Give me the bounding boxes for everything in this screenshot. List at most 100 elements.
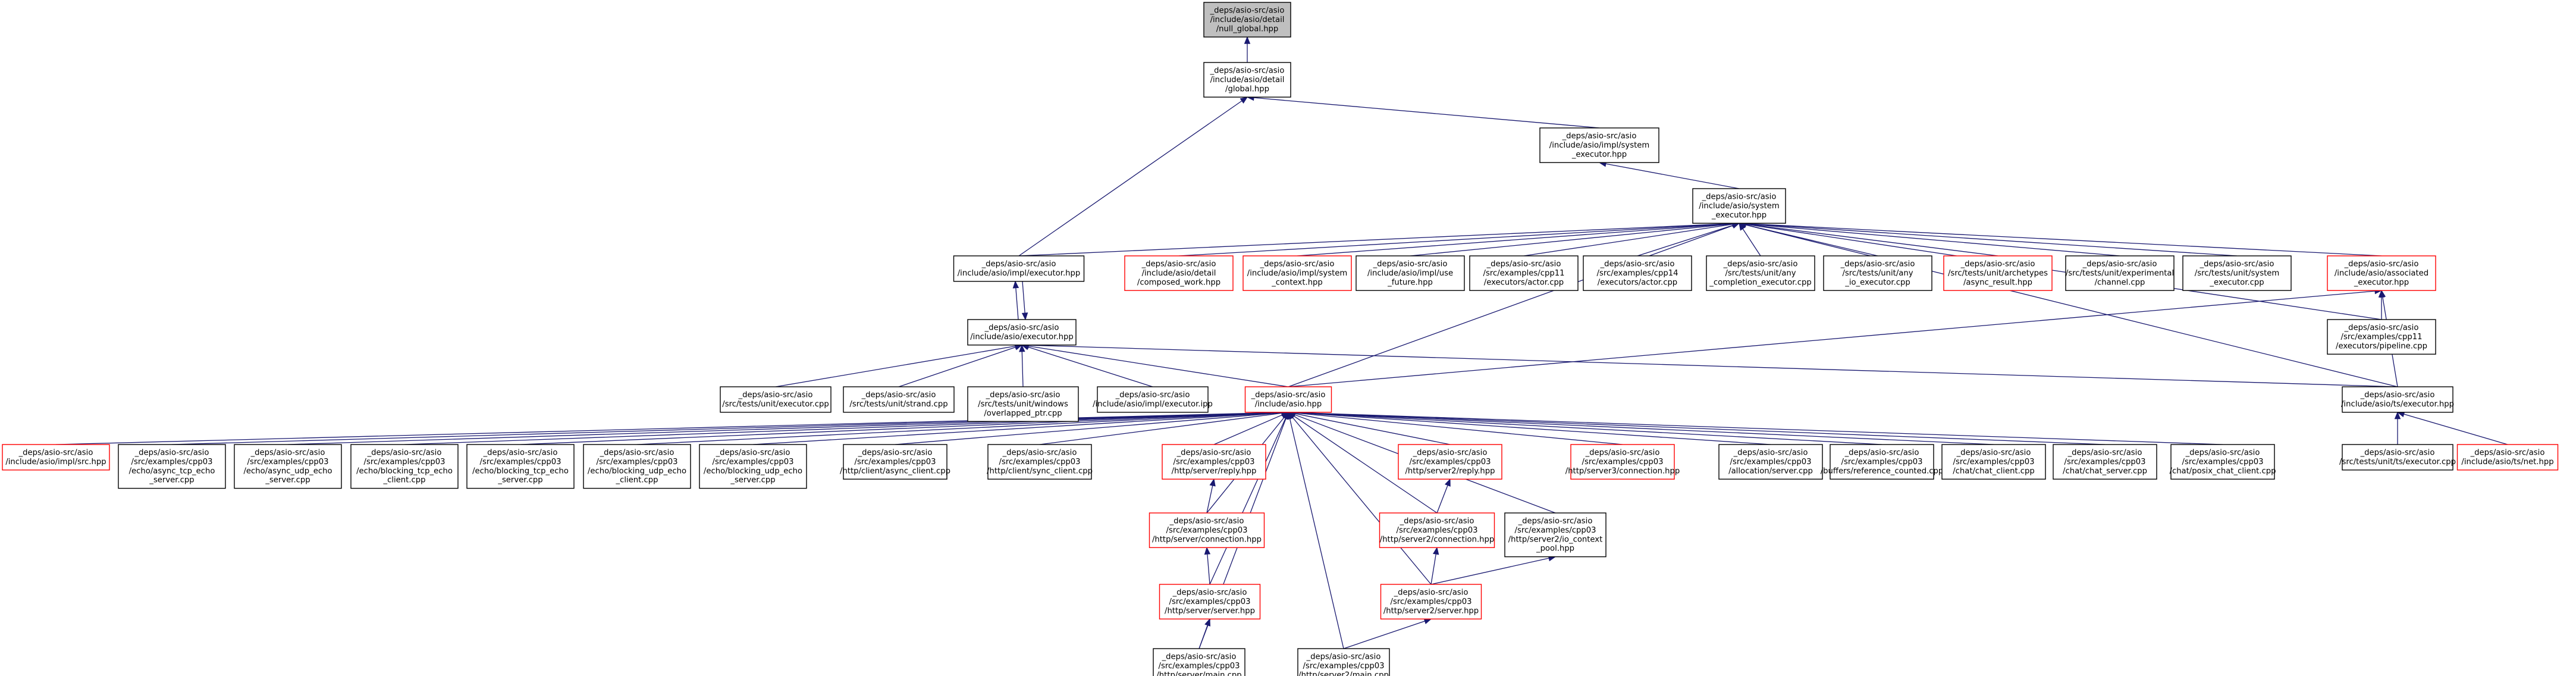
node-box bbox=[1149, 512, 1265, 548]
edge-line bbox=[287, 412, 1282, 445]
edge-line bbox=[1288, 290, 2376, 387]
graph-node[interactable]: _deps/asio-src/asio/include/asio/impl/ex… bbox=[1093, 386, 1213, 413]
graph-node[interactable]: _deps/asio-src/asio/include/asio/impl/sy… bbox=[1242, 255, 1352, 291]
graph-node[interactable]: _deps/asio-src/asio/src/tests/unit/any_c… bbox=[1706, 255, 1815, 291]
node-box bbox=[1830, 444, 1934, 480]
edge-line bbox=[1015, 287, 1019, 320]
node-label-line: /echo/async_tcp_echo bbox=[129, 467, 215, 475]
edge-arrowhead bbox=[2379, 289, 2386, 298]
node-label-line: _deps/asio-src/asio bbox=[861, 391, 936, 400]
node-box bbox=[2170, 444, 2275, 480]
graph-node[interactable]: _deps/asio-src/asio/include/asio/detail/… bbox=[1124, 255, 1234, 291]
node-label-line: _deps/asio-src/asio bbox=[1585, 449, 1660, 458]
graph-node[interactable]: _deps/asio-src/asio/include/asio/detail/… bbox=[1203, 2, 1291, 37]
graph-node[interactable]: _deps/asio-src/asio/src/examples/cpp03/c… bbox=[2053, 444, 2157, 480]
node-label-line: /http/server2/connection.hpp bbox=[1380, 535, 1495, 544]
graph-node[interactable]: _deps/asio-src/asio/src/tests/unit/syste… bbox=[2182, 255, 2292, 291]
node-label-line: /echo/blocking_tcp_echo bbox=[356, 467, 453, 475]
graph-node[interactable]: _deps/asio-src/asio/src/examples/cpp03/c… bbox=[2170, 444, 2276, 480]
graph-node[interactable]: _deps/asio-src/asio/src/examples/cpp03/h… bbox=[1565, 444, 1680, 480]
node-label-line: /src/examples/cpp03 bbox=[1730, 458, 1812, 467]
node-label-line: _server.cpp bbox=[149, 476, 194, 485]
node-label-line: _deps/asio-src/asio bbox=[2360, 391, 2435, 400]
node-label-line: _deps/asio-src/asio bbox=[1723, 260, 1798, 269]
graph-node[interactable]: _deps/asio-src/asio/include/asio/impl/ex… bbox=[953, 255, 1085, 282]
node-label-line: /http/server2/main.cpp bbox=[1298, 671, 1389, 676]
graph-node[interactable]: _deps/asio-src/asio/src/examples/cpp03/h… bbox=[840, 444, 950, 480]
graph-node[interactable]: _deps/asio-src/asio/src/tests/unit/windo… bbox=[967, 386, 1079, 422]
node-box bbox=[2327, 319, 2436, 355]
node-box bbox=[2456, 444, 2559, 471]
graph-node[interactable]: _deps/asio-src/asio/include/asio/impl/sr… bbox=[2, 444, 110, 471]
graph-node[interactable]: _deps/asio-src/asio/src/examples/cpp03/h… bbox=[1380, 584, 1482, 619]
graph-node[interactable]: _deps/asio-src/asio/src/examples/cpp03/h… bbox=[1504, 512, 1607, 558]
graph-node[interactable]: _deps/asio-src/asio/src/examples/cpp03/h… bbox=[987, 444, 1093, 480]
node-label-line: _client.cpp bbox=[383, 476, 426, 485]
graph-node[interactable]: _deps/asio-src/asio/include/asio/associa… bbox=[2327, 255, 2436, 291]
graph-node[interactable]: _deps/asio-src/asio/include/asio/system_… bbox=[1692, 188, 1786, 224]
node-box bbox=[1097, 386, 1209, 413]
node-label-line: /src/examples/cpp03 bbox=[247, 458, 329, 467]
graph-node[interactable]: _deps/asio-src/asio/src/tests/unit/execu… bbox=[720, 386, 832, 413]
node-label-line: /include/asio/detail bbox=[1210, 76, 1285, 84]
graph-node[interactable]: _deps/asio-src/asio/include/asio/ts/net.… bbox=[2456, 444, 2559, 471]
graph-node[interactable]: _deps/asio-src/asio/src/examples/cpp03/h… bbox=[1149, 512, 1265, 548]
node-box bbox=[2342, 444, 2453, 471]
graph-node[interactable]: _deps/asio-src/asio/src/examples/cpp03/h… bbox=[1153, 648, 1245, 676]
graph-node[interactable]: _deps/asio-src/asio/src/examples/cpp03/h… bbox=[1162, 444, 1266, 480]
graph-node[interactable]: _deps/asio-src/asio/src/tests/unit/ts/ex… bbox=[2339, 444, 2456, 471]
node-label-line: _deps/asio-src/asio bbox=[1562, 132, 1637, 141]
dependency-edge bbox=[2394, 411, 2401, 445]
graph-node[interactable]: _deps/asio-src/asio/src/examples/cpp03/h… bbox=[1159, 584, 1261, 619]
graph-node[interactable]: _deps/asio-src/asio/include/asio.hpp bbox=[1244, 386, 1332, 413]
graph-node[interactable]: _deps/asio-src/asio/src/examples/cpp03/a… bbox=[1718, 444, 1823, 480]
edge-line bbox=[1022, 281, 1025, 314]
graph-node[interactable]: _deps/asio-src/asio/src/examples/cpp03/e… bbox=[350, 444, 459, 489]
graph-node[interactable]: _deps/asio-src/asio/src/examples/cpp11/e… bbox=[1469, 255, 1579, 291]
graph-node[interactable]: _deps/asio-src/asio/src/examples/cpp14/e… bbox=[1583, 255, 1692, 291]
graph-node[interactable]: _deps/asio-src/asio/src/examples/cpp03/e… bbox=[118, 444, 226, 489]
edge-arrowhead bbox=[1012, 280, 1019, 289]
node-label-line: _deps/asio-src/asio bbox=[1733, 449, 1808, 458]
node-box bbox=[967, 386, 1079, 422]
graph-node[interactable]: _deps/asio-src/asio/include/asio/ts/exec… bbox=[2341, 386, 2454, 413]
node-label-line: /async_result.hpp bbox=[1963, 278, 2032, 287]
edge-line bbox=[1198, 625, 1208, 649]
node-label-line: /src/examples/cpp03 bbox=[480, 458, 561, 467]
graph-node[interactable]: _deps/asio-src/asio/src/examples/cpp03/b… bbox=[1821, 444, 1944, 480]
node-label-line: _deps/asio-src/asio bbox=[1306, 653, 1381, 662]
dependency-edge bbox=[1012, 280, 1019, 320]
node-label-line: /src/examples/cpp03 bbox=[1582, 458, 1664, 467]
graph-node[interactable]: _deps/asio-src/asio/include/asio/detail/… bbox=[1203, 62, 1291, 98]
graph-node[interactable]: _deps/asio-src/asio/src/examples/cpp03/e… bbox=[583, 444, 691, 489]
graph-node[interactable]: _deps/asio-src/asio/src/examples/cpp03/h… bbox=[1297, 648, 1390, 676]
node-label-line: /buffers/reference_counted.cpp bbox=[1821, 467, 1944, 475]
graph-node[interactable]: _deps/asio-src/asio/src/tests/unit/any_i… bbox=[1823, 255, 1932, 291]
graph-node[interactable]: _deps/asio-src/asio/include/asio/impl/us… bbox=[1356, 255, 1465, 291]
graph-node[interactable]: _deps/asio-src/asio/src/examples/cpp03/h… bbox=[1379, 512, 1495, 548]
graph-node[interactable]: _deps/asio-src/asio/include/asio/impl/sy… bbox=[1539, 127, 1659, 163]
graph-node[interactable]: _deps/asio-src/asio/include/asio/executo… bbox=[967, 319, 1077, 346]
node-label-line: _deps/asio-src/asio bbox=[1210, 7, 1285, 15]
graph-node[interactable]: _deps/asio-src/asio/src/tests/unit/arche… bbox=[1943, 255, 2053, 291]
graph-node[interactable]: _deps/asio-src/asio/src/examples/cpp11/e… bbox=[2327, 319, 2436, 355]
graph-node[interactable]: _deps/asio-src/asio/src/examples/cpp03/h… bbox=[1398, 444, 1502, 480]
edge-line bbox=[1206, 485, 1213, 514]
graph-node[interactable]: _deps/asio-src/asio/src/tests/unit/stran… bbox=[843, 386, 955, 413]
node-label-line: /include/asio.hpp bbox=[1255, 400, 1322, 409]
node-label-line: /src/tests/unit/windows bbox=[978, 400, 1068, 409]
dependency-edge bbox=[1637, 222, 1740, 256]
graph-node[interactable]: _deps/asio-src/asio/src/examples/cpp03/e… bbox=[234, 444, 342, 489]
node-box bbox=[234, 444, 342, 489]
node-label-line: /src/examples/cpp03 bbox=[597, 458, 678, 467]
node-box bbox=[1692, 188, 1786, 224]
graph-node[interactable]: _deps/asio-src/asio/src/tests/unit/exper… bbox=[2065, 255, 2175, 291]
graph-node[interactable]: _deps/asio-src/asio/src/examples/cpp03/c… bbox=[1941, 444, 2046, 480]
dependency-edge bbox=[1430, 546, 1439, 585]
dependency-edge bbox=[1287, 409, 2223, 445]
graph-node[interactable]: _deps/asio-src/asio/src/examples/cpp03/e… bbox=[466, 444, 575, 489]
node-label-line: _deps/asio-src/asio bbox=[1840, 260, 1915, 269]
graph-node[interactable]: _deps/asio-src/asio/src/examples/cpp03/e… bbox=[699, 444, 807, 489]
node-box bbox=[350, 444, 459, 489]
node-box bbox=[1943, 255, 2053, 291]
